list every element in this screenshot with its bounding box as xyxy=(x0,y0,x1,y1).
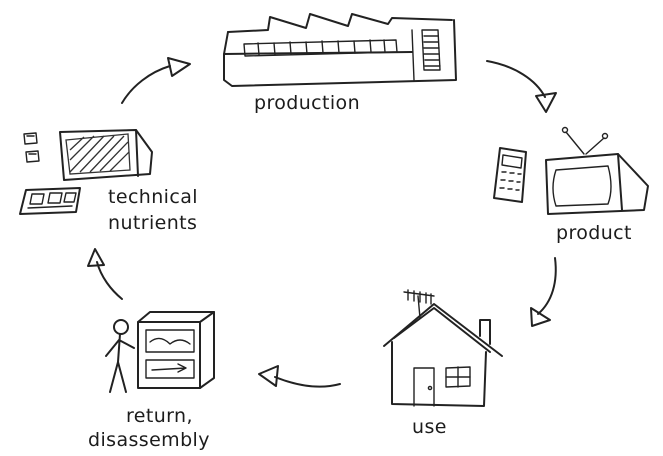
label-product: product xyxy=(556,222,632,244)
factory-icon xyxy=(223,13,457,87)
label-use: use xyxy=(412,416,447,438)
arrow-technical-to-production xyxy=(121,57,191,104)
label-nutrients: nutrients xyxy=(108,212,198,234)
person-with-recycling-machine-icon xyxy=(105,311,215,393)
arrow-production-to-product xyxy=(486,60,557,113)
label-technical: technical xyxy=(108,186,198,208)
arrow-use-to-return xyxy=(258,365,341,388)
arrow-return-to-technical xyxy=(87,248,123,300)
house-icon xyxy=(383,289,503,407)
raw-materials-icon xyxy=(19,129,153,215)
arrow-product-to-use xyxy=(530,257,557,327)
tv-and-calculator-icon xyxy=(493,126,649,215)
label-return: return, xyxy=(126,405,193,427)
label-disassembly: disassembly xyxy=(88,429,210,451)
label-production: production xyxy=(254,92,361,114)
